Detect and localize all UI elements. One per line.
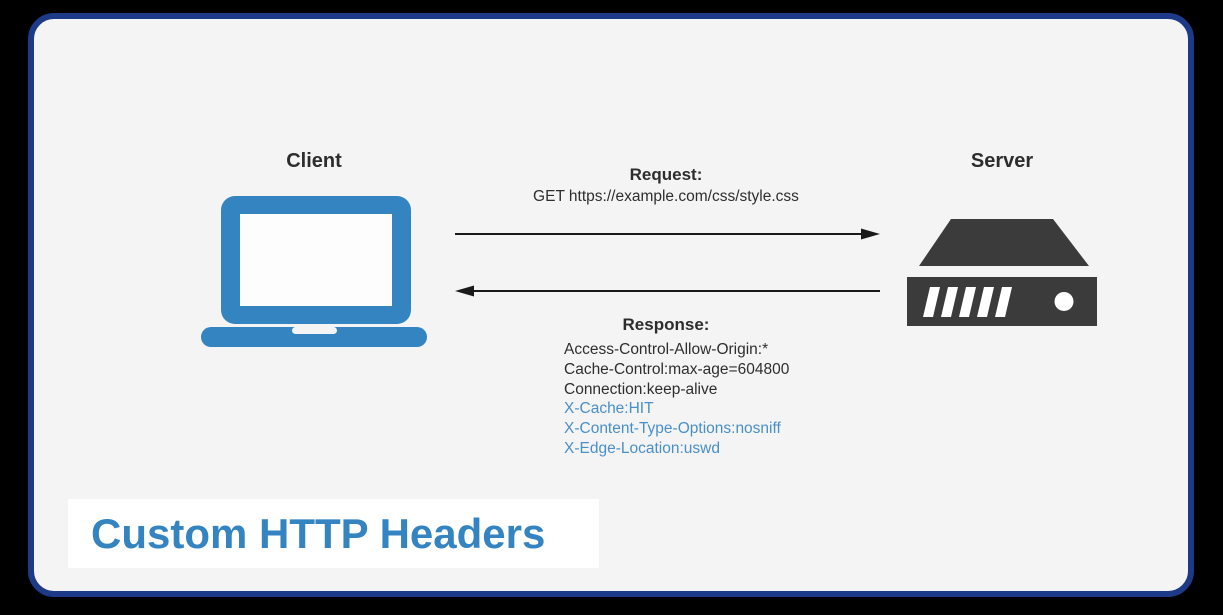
right-arrow-icon xyxy=(455,228,880,240)
server-label: Server xyxy=(970,150,1034,172)
response-header-x-edge-location: X-Edge-Location:uswd xyxy=(564,439,720,457)
diagram-card: Client Server Request: GET https://examp… xyxy=(28,13,1194,597)
client-label: Client xyxy=(286,150,342,172)
server-icon xyxy=(907,219,1097,326)
laptop-icon xyxy=(201,196,427,347)
left-arrow-icon xyxy=(455,285,880,297)
response-header-connection: Connection:keep-alive xyxy=(564,380,718,398)
response-label: Response: xyxy=(622,315,710,334)
response-header-x-content-type-options: X-Content-Type-Options:nosniff xyxy=(564,420,781,438)
request-label: Request: xyxy=(629,165,703,184)
response-header-cache-control: Cache-Control:max-age=604800 xyxy=(564,360,790,378)
page-title: Custom HTTP Headers xyxy=(91,509,546,557)
request-url: GET https://example.com/css/style.css xyxy=(533,188,799,205)
response-headers: Access-Control-Allow-Origin:* Cache-Cont… xyxy=(564,340,789,459)
response-header-access-control-allow-origin: Access-Control-Allow-Origin:* xyxy=(564,341,769,358)
response-header-x-cache: X-Cache:HIT xyxy=(564,400,654,418)
title-banner: Custom HTTP Headers xyxy=(68,499,599,568)
